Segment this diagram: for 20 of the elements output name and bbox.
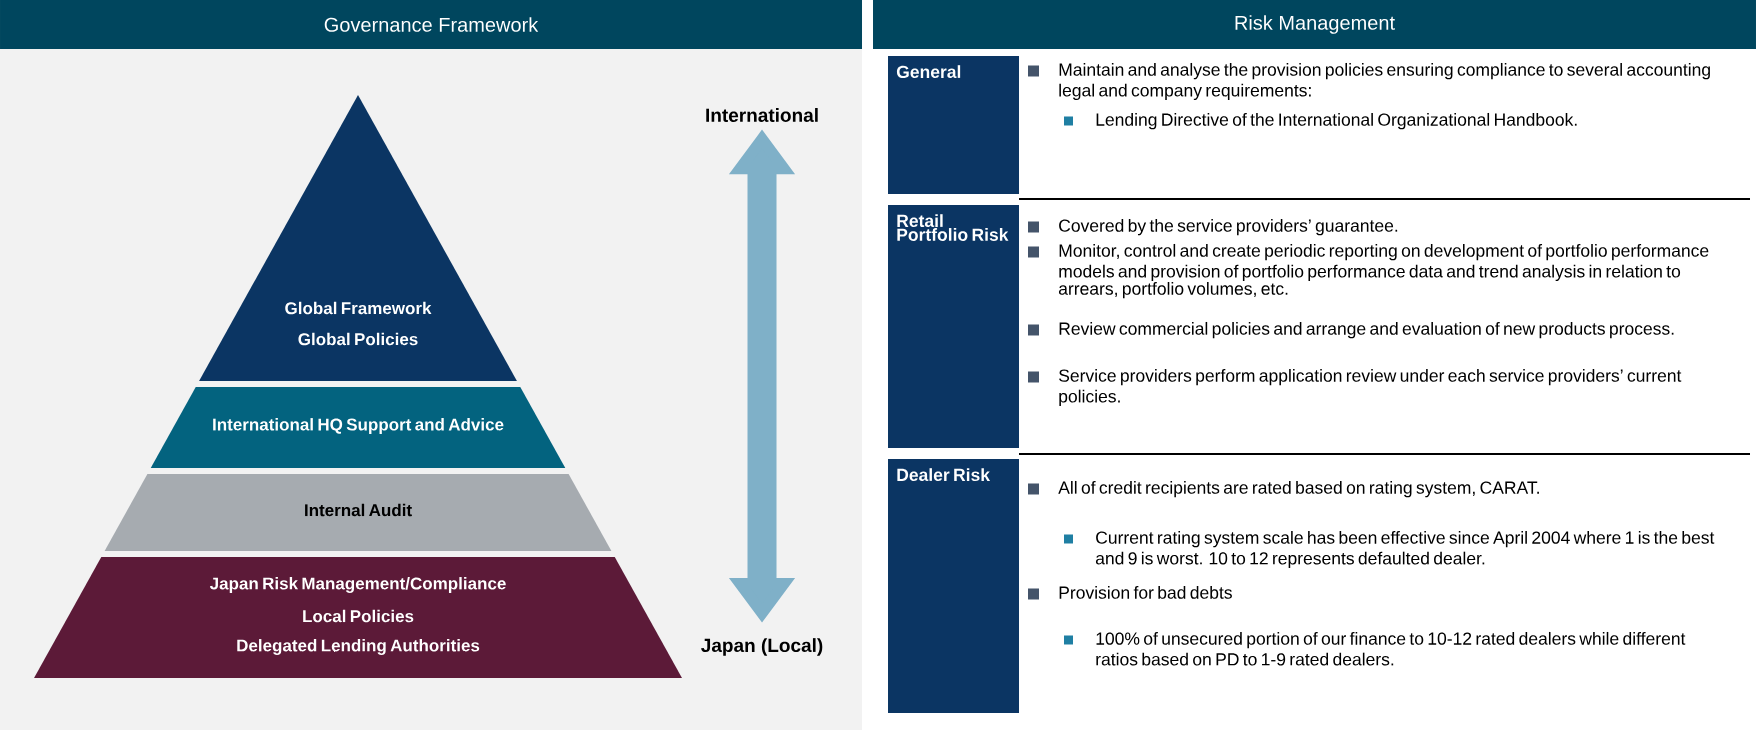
bullet-text: Lending Directive of the International Organizational Handbook. xyxy=(1096,112,1577,130)
scale-label: Japan (Local) xyxy=(701,638,823,656)
bullet-text: Review commercial policies and arrange and evaluation of new products process. xyxy=(1059,321,1674,339)
bullet-text: Current rating system scale has been effective since April 2004 where 1 is the best and 9 is worst. 10 to 12 represents defaulted dealer. xyxy=(1095,530,1715,568)
bullet-text: Maintain and analyse the provision policies ensuring compliance to several accounting legal and company requirements: xyxy=(1059,62,1710,100)
pyramid-layer: International HQ Support and Advice xyxy=(150,387,566,468)
category-box: Retail Portfolio Risk xyxy=(888,205,1019,448)
header-band: Governance Framework xyxy=(0,0,862,49)
bullet-text: Provision for bad debts xyxy=(1059,585,1232,599)
pyramid-layer: Japan Risk Management/Compliance Local Policies Delegated Lending Authorities xyxy=(34,557,682,678)
bullet-text: Monitor, control and create periodic reporting on development of portfolio performance models and provision of portfolio performance data and trend analysis in relation to arrears, portfolio volumes, etc. xyxy=(1058,243,1709,299)
category-box: Dealer Risk xyxy=(888,459,1019,713)
scale-label: International xyxy=(706,108,818,122)
header-band: Risk Management xyxy=(873,0,1756,49)
bullet-text: Service providers perform application review under each service providers’ current policies. xyxy=(1059,368,1682,406)
category-box: General xyxy=(888,56,1019,194)
pyramid-layer: Global Framework Global Policies xyxy=(199,95,517,381)
bullet-text: Covered by the service providers’ guarantee. xyxy=(1059,218,1398,236)
bullet-text: All of credit recipients are rated based on rating system, CARAT. xyxy=(1058,480,1539,498)
bullet-text: 100% of unsecured portion of our finance to 10-12 rated dealers while different ratios based on PD to 1-9 rated dealers. xyxy=(1096,631,1686,666)
